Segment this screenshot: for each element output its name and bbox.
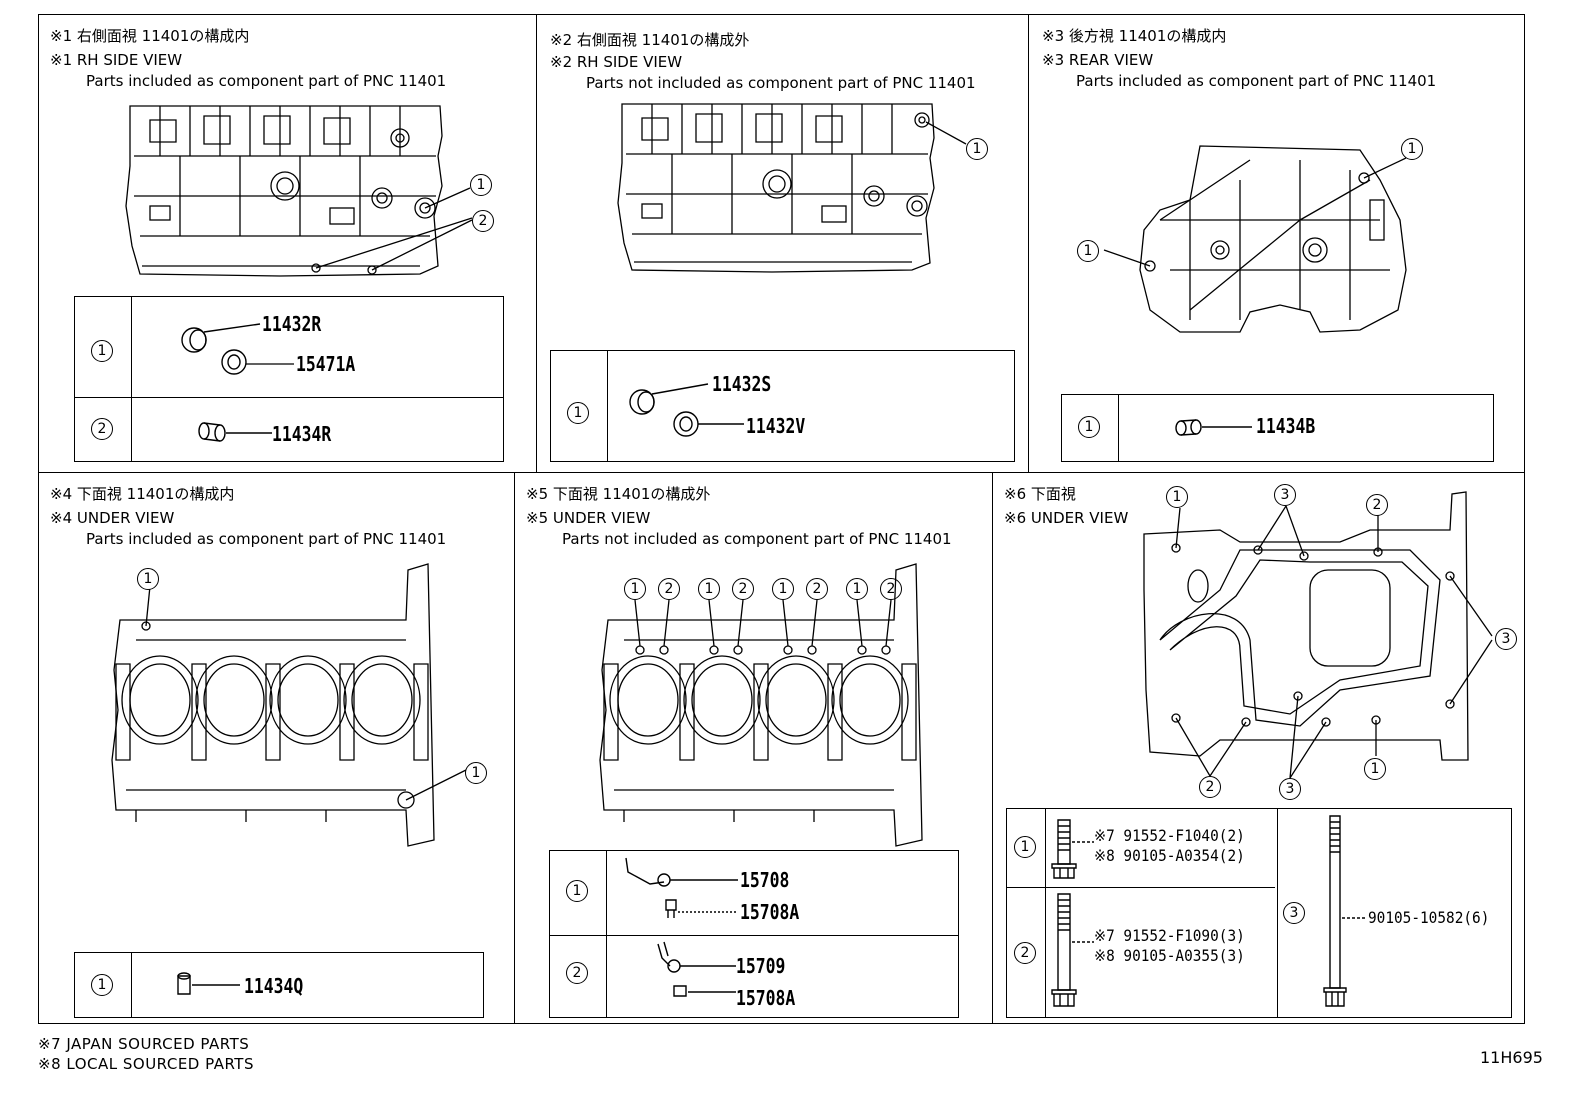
part-number: 11434B — [1256, 414, 1316, 438]
callout-1: 1 — [1364, 758, 1386, 780]
panel-title-en: ※6 UNDER VIEW — [1004, 509, 1129, 527]
panel-subtitle: Parts included as component part of PNC … — [86, 72, 447, 90]
part-number: ※7 91552-F1040(2) — [1094, 826, 1245, 845]
legend-key-1: 1 — [566, 880, 588, 902]
panel-title-jp: ※3 後方視 11401の構成内 — [1042, 27, 1227, 45]
legend-key-3: 3 — [1283, 902, 1305, 924]
panel-subtitle: Parts included as component part of PNC … — [1076, 72, 1437, 90]
callout-1: 1 — [966, 138, 988, 160]
panel-subtitle: Parts not included as component part of … — [586, 74, 976, 92]
panel-title-jp: ※2 右側面視 11401の構成外 — [550, 31, 750, 49]
callout-2: 2 — [880, 578, 902, 600]
oil-jet-icon — [657, 941, 736, 997]
legend-key-1: 1 — [91, 340, 113, 362]
part-number: 15708A — [740, 900, 800, 924]
panel-title-jp: ※4 下面視 11401の構成内 — [50, 485, 235, 503]
part-number: 90105-10582(6) — [1368, 908, 1490, 927]
legend-key-2: 2 — [566, 962, 588, 984]
engine-block-under-view — [599, 563, 923, 847]
part-number: ※8 90105-A0355(3) — [1094, 946, 1245, 965]
legend-key-1: 1 — [567, 402, 589, 424]
long-bolt-icon — [1323, 815, 1366, 1007]
oil-pan-under-view — [1143, 491, 1493, 779]
dowel-pin-icon — [198, 422, 272, 442]
plug-icon — [181, 323, 261, 375]
engine-block-side-view — [617, 103, 967, 273]
leader-line — [246, 363, 294, 365]
callout-1: 1 — [698, 578, 720, 600]
panel-title-jp: ※6 下面視 — [1004, 485, 1076, 503]
callout-3: 3 — [1495, 628, 1517, 650]
panel-title-en: ※1 RH SIDE VIEW — [50, 51, 183, 69]
grid-col-divider — [1028, 14, 1029, 472]
footnote-japan-sourced: ※7 JAPAN SOURCED PARTS — [38, 1035, 250, 1053]
part-number: 11434R — [272, 422, 332, 446]
bolt-icon — [1051, 819, 1094, 879]
callout-2: 2 — [806, 578, 828, 600]
engine-block-rear-view — [1103, 145, 1407, 333]
engine-block-under-view — [111, 563, 467, 847]
grid-col-divider — [992, 472, 993, 1024]
callout-3: 3 — [1279, 778, 1301, 800]
legend-key-1: 1 — [1078, 416, 1100, 438]
dowel-pin-icon — [177, 972, 240, 995]
panel-title-en: ※5 UNDER VIEW — [526, 509, 651, 527]
legend-key-2: 2 — [91, 418, 113, 440]
callout-1: 1 — [1401, 138, 1423, 160]
plug-icon — [629, 383, 744, 437]
callout-1: 1 — [1166, 486, 1188, 508]
callout-1: 1 — [137, 568, 159, 590]
callout-3: 3 — [1274, 484, 1296, 506]
callout-2: 2 — [732, 578, 754, 600]
engine-block-side-view — [125, 105, 473, 277]
part-number: 11434Q — [244, 974, 304, 998]
callout-1: 1 — [624, 578, 646, 600]
panel-title-en: ※2 RH SIDE VIEW — [550, 53, 683, 71]
dowel-pin-icon — [1175, 419, 1252, 436]
part-number: 15708A — [736, 986, 796, 1010]
parts-legend — [549, 850, 959, 1018]
oil-jet-icon — [625, 857, 738, 918]
part-number: ※8 90105-A0354(2) — [1094, 846, 1245, 865]
parts-legend — [74, 296, 504, 462]
grid-row-divider — [38, 472, 1525, 473]
diagram-frame — [38, 14, 1525, 1024]
legend-key-1: 1 — [1014, 836, 1036, 858]
panel-subtitle: Parts included as component part of PNC … — [86, 530, 447, 548]
parts-legend — [1006, 808, 1512, 1018]
callout-2: 2 — [472, 210, 494, 232]
part-number: 15709 — [736, 954, 786, 978]
legend-key-2: 2 — [1014, 942, 1036, 964]
callout-2: 2 — [658, 578, 680, 600]
grid-col-divider — [514, 472, 515, 1024]
grid-col-divider — [536, 14, 537, 472]
panel-title-jp: ※1 右側面視 11401の構成内 — [50, 27, 250, 45]
part-number: 15708 — [740, 868, 790, 892]
callout-1: 1 — [1077, 240, 1099, 262]
callout-1: 1 — [846, 578, 868, 600]
part-number: 11432S — [712, 372, 772, 396]
callout-1: 1 — [465, 762, 487, 784]
callout-1: 1 — [772, 578, 794, 600]
bolt-icon — [1051, 893, 1094, 1007]
parts-legend — [1061, 394, 1494, 462]
footnote-local-sourced: ※8 LOCAL SOURCED PARTS — [38, 1055, 254, 1073]
part-number: 11432R — [262, 312, 322, 336]
parts-legend — [550, 350, 1015, 462]
callout-1: 1 — [470, 174, 492, 196]
panel-title-jp: ※5 下面視 11401の構成外 — [526, 485, 711, 503]
panel-title-en: ※3 REAR VIEW — [1042, 51, 1154, 69]
parts-legend — [74, 952, 484, 1018]
callout-2: 2 — [1366, 494, 1388, 516]
part-number: ※7 91552-F1090(3) — [1094, 926, 1245, 945]
part-number: 15471A — [296, 352, 356, 376]
drawing-code: 11H695 — [1480, 1048, 1543, 1067]
panel-title-en: ※4 UNDER VIEW — [50, 509, 175, 527]
panel-subtitle: Parts not included as component part of … — [562, 530, 952, 548]
part-number: 11432V — [746, 414, 806, 438]
callout-2: 2 — [1199, 776, 1221, 798]
legend-key-1: 1 — [91, 974, 113, 996]
